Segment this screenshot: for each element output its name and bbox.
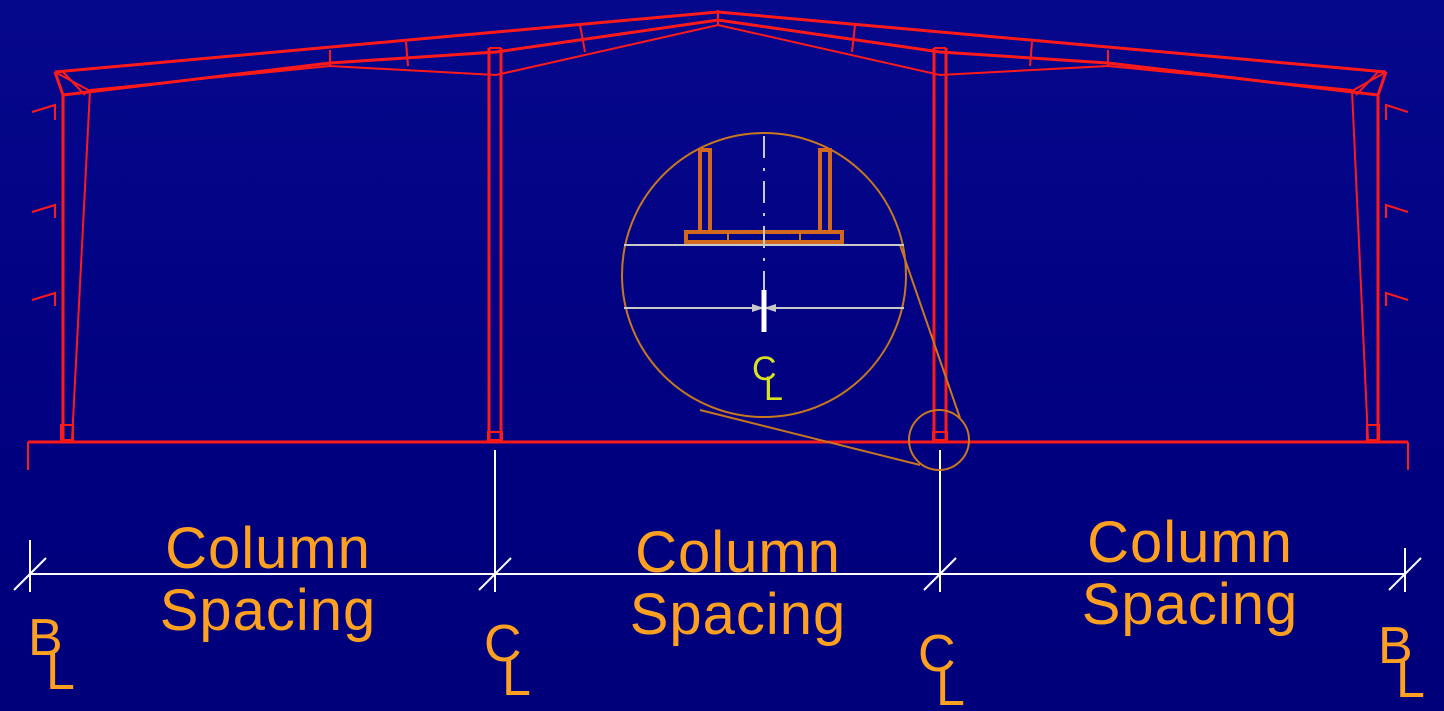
axis-mark-letter: B [1378,617,1413,675]
building-line-mark-right: B L [1378,620,1444,710]
column-spacing-line2: Spacing [159,578,377,643]
axis-mark-letter: C [918,625,956,683]
axis-mark-subscript: L [936,659,965,711]
axis-mark-subscript: L [764,370,783,408]
building-line-mark-left: B L [28,612,98,702]
interior-column-1 [487,47,503,441]
centerline-mark-2: C L [918,628,988,711]
column-spacing-line1: Column [1087,510,1293,575]
axis-mark-subscript: L [46,643,75,701]
axis-mark-letter: B [28,609,63,667]
axis-mark-subscript: L [1396,651,1425,709]
column-spacing-line2: Spacing [629,582,847,647]
rafter [54,10,1387,97]
detail-centerline-mark: C L [752,352,802,412]
interior-column-2 [932,47,948,441]
column-spacing-label-1: Column Spacing [118,518,418,642]
column-spacing-dimension [13,450,1422,592]
column-spacing-label-2: Column Spacing [588,522,888,646]
axis-mark-letter: C [484,615,522,673]
column-spacing-line1: Column [635,520,841,585]
axis-mark-letter: C [752,350,777,388]
exterior-column-left [31,71,93,441]
column-spacing-label-3: Column Spacing [1040,512,1340,636]
axis-mark-subscript: L [502,649,531,707]
base-plate-detail-callout [621,132,970,471]
floor-line [27,440,1409,470]
column-spacing-line1: Column [165,516,371,581]
exterior-column-right [1349,71,1409,441]
column-spacing-line2: Spacing [1081,572,1299,637]
centerline-mark-1: C L [484,618,554,708]
